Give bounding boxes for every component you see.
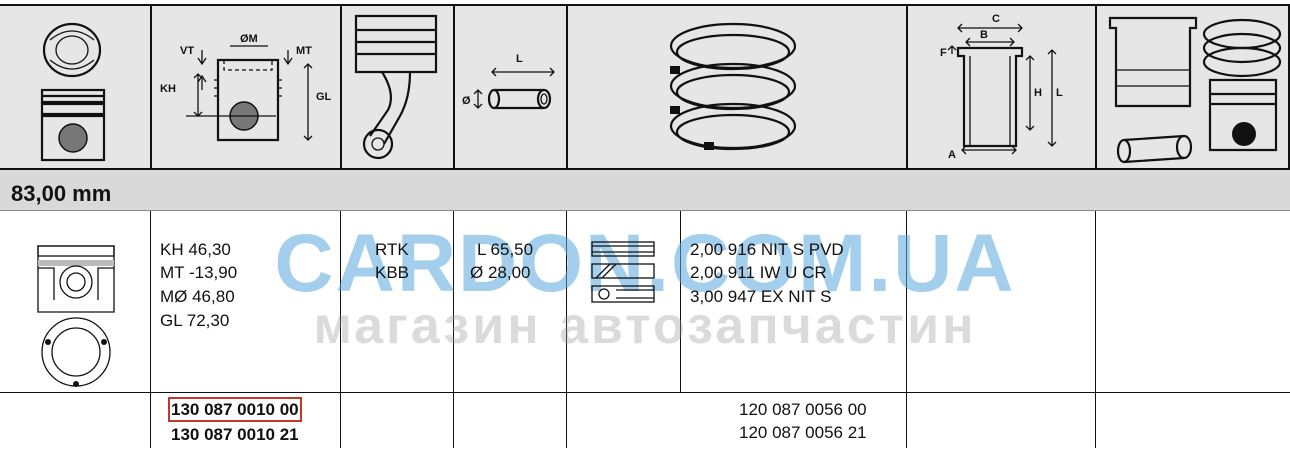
pin-dim-diameter: Ø 28,00 (470, 263, 531, 282)
top-border (0, 4, 1290, 6)
pin-dim-length: L 65,50 (477, 240, 534, 259)
dim-label-l2: L (1056, 87, 1063, 99)
ring-part-number-2[interactable]: 120 087 0056 21 (739, 423, 867, 442)
engine-kit-icon (1108, 16, 1282, 164)
row-divider (0, 392, 1290, 393)
ring-profiles-icon (591, 241, 655, 303)
watermark-line-2: магазин автозапчастин (313, 297, 977, 355)
col-divider-3 (453, 4, 455, 170)
piston-pin-icon: L Ø (462, 53, 555, 110)
dim-label-l: L (516, 53, 523, 65)
dim-label-mt: MT (296, 45, 312, 57)
rod-code-kbb: KBB (375, 263, 410, 282)
body-col-divider-1 (150, 211, 151, 448)
piston-dimensions-icon: VT ØM MT KH GL (160, 33, 332, 142)
dim-label-gl: GL (316, 91, 332, 103)
ring-part-number-1[interactable]: 120 087 0056 00 (739, 400, 867, 419)
piston-thumbnail-icon (37, 245, 115, 387)
body-col-divider-2 (340, 211, 341, 448)
dim-label-d: Ø (462, 95, 471, 107)
dim-label-b: B (980, 29, 988, 41)
ring-spec-3: 3,00 947 EX NIT S (690, 287, 832, 306)
col-divider-6 (1095, 4, 1097, 170)
piston-dim-mt: MT -13,90 (160, 263, 238, 282)
piston-part-number-1[interactable]: 130 087 0010 00 (168, 397, 302, 422)
dim-label-a: A (948, 149, 956, 161)
piston-assembly-icon (40, 22, 106, 162)
header-band (0, 6, 1290, 168)
col-divider-4 (566, 4, 568, 170)
header-bottom-border (0, 168, 1290, 170)
dim-label-kh: KH (160, 83, 176, 95)
dim-label-m: ØM (240, 33, 258, 45)
col-divider-2 (340, 4, 342, 170)
section-bottom-border (0, 210, 1290, 211)
cylinder-liner-icon: C B F H L A (940, 13, 1063, 161)
piston-part-number-2[interactable]: 130 087 0010 21 (171, 425, 299, 444)
connecting-rod-icon (354, 14, 438, 160)
body-col-divider-6 (906, 211, 907, 448)
section-band (0, 170, 1290, 210)
body-col-divider-4 (566, 211, 567, 448)
col-divider-1 (150, 4, 152, 170)
body-col-divider-7 (1095, 211, 1096, 448)
section-title: 83,00 mm (11, 181, 112, 206)
ring-spec-2: 2,00 911 IW U CR (690, 263, 827, 282)
rod-code-rtk: RTK (375, 240, 409, 259)
col-divider-5 (906, 4, 908, 170)
piston-dim-gl: GL 72,30 (160, 311, 230, 330)
ring-spec-1: 2,00 916 NIT S PVD (690, 240, 844, 259)
dim-label-h: H (1034, 87, 1042, 99)
piston-dim-kh: KH 46,30 (160, 240, 231, 259)
dim-label-f: F (940, 47, 947, 59)
dim-label-vt: VT (180, 45, 194, 57)
body-col-divider-5 (680, 211, 681, 392)
piston-rings-icon (669, 22, 797, 151)
piston-dim-m: MØ 46,80 (160, 287, 235, 306)
body-col-divider-3 (453, 211, 454, 448)
dim-label-c: C (992, 13, 1000, 25)
right-border (1288, 4, 1290, 170)
